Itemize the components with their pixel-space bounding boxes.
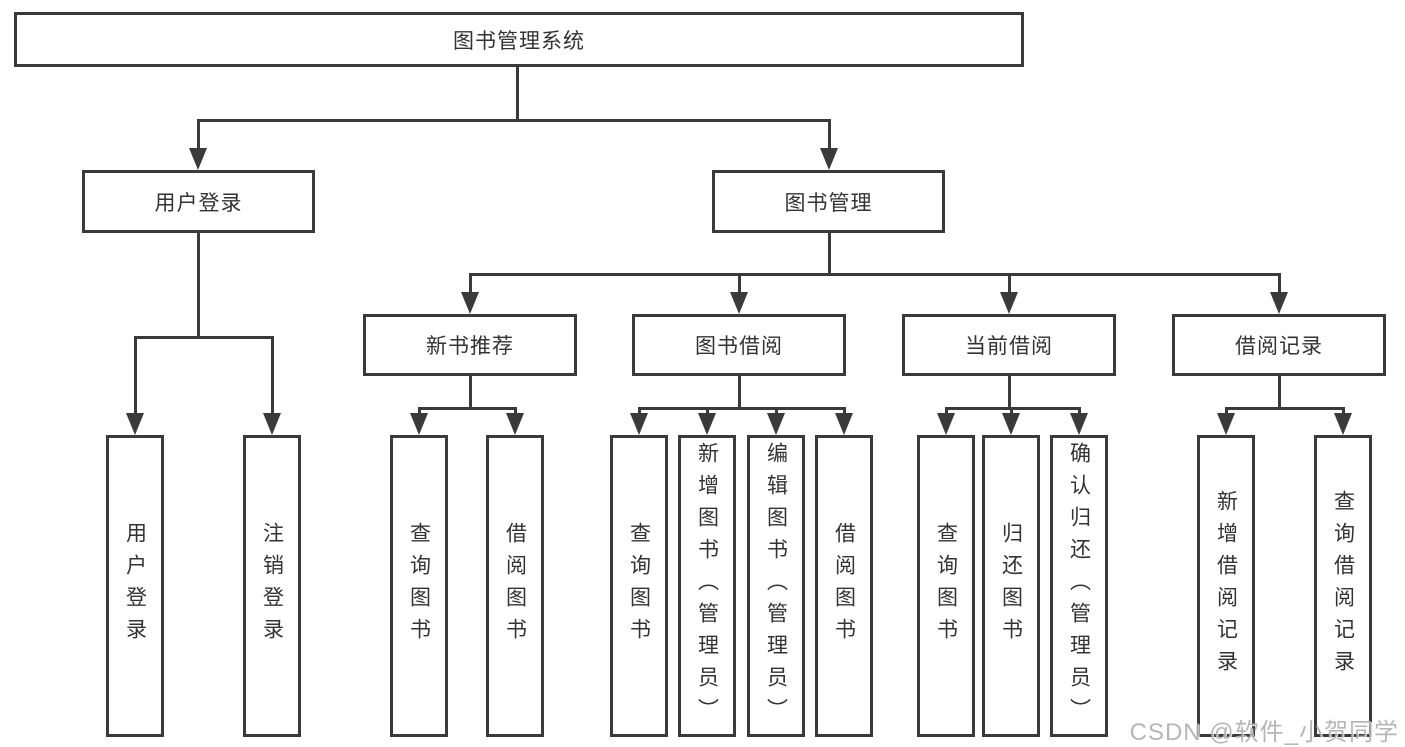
arrow-down-icon xyxy=(1070,413,1088,435)
node-library-management-system: 图书管理系统 xyxy=(14,12,1024,67)
connector-hline xyxy=(468,272,1281,276)
connector-hline xyxy=(196,118,831,122)
node-book-management: 图书管理 xyxy=(712,170,945,233)
node-label: 查询图书 xyxy=(407,522,431,650)
node-label: 编辑图书（管理员） xyxy=(764,442,788,730)
connector-hline xyxy=(417,406,517,410)
connector-vline xyxy=(196,233,200,337)
arrow-down-icon xyxy=(189,148,207,170)
leaf-borrow-books-2: 借阅图书 xyxy=(815,435,873,737)
arrow-down-icon xyxy=(461,292,479,314)
arrow-down-icon xyxy=(1217,413,1235,435)
connector-vline xyxy=(827,233,831,274)
arrow-down-icon xyxy=(1270,292,1288,314)
leaf-query-borrow-record: 查询借阅记录 xyxy=(1314,435,1372,737)
node-label: 新书推荐 xyxy=(426,335,514,358)
connector-hline xyxy=(1224,406,1345,410)
leaf-return-books: 归还图书 xyxy=(982,435,1040,737)
arrow-down-icon xyxy=(1334,413,1352,435)
arrow-down-icon xyxy=(410,413,428,435)
arrow-down-icon xyxy=(730,292,748,314)
connector-vline xyxy=(737,274,741,294)
node-label: 图书管理 xyxy=(784,191,873,215)
watermark: CSDN @软件_小贺同学 xyxy=(1129,719,1399,746)
connector-vline xyxy=(1277,376,1281,408)
connector-vline xyxy=(515,67,519,120)
arrow-down-icon xyxy=(835,413,853,435)
leaf-borrow-books-1: 借阅图书 xyxy=(486,435,544,737)
node-label: 借阅图书 xyxy=(503,522,527,650)
node-label: 用户登录 xyxy=(123,522,147,650)
arrow-down-icon xyxy=(767,413,785,435)
node-new-book-recommend: 新书推荐 xyxy=(363,314,577,376)
node-current-borrowing: 当前借阅 xyxy=(902,314,1116,376)
node-label: 归还图书 xyxy=(999,522,1023,650)
connector-vline xyxy=(468,376,472,408)
node-label: 查询图书 xyxy=(934,522,958,650)
leaf-add-books-admin: 新增图书（管理员） xyxy=(678,435,736,737)
node-label: 借阅记录 xyxy=(1235,335,1323,358)
node-borrowing-records: 借阅记录 xyxy=(1172,314,1386,376)
node-book-borrowing: 图书借阅 xyxy=(632,314,846,376)
arrow-down-icon xyxy=(630,413,648,435)
node-user-login: 用户登录 xyxy=(82,170,315,233)
arrow-down-icon xyxy=(1000,292,1018,314)
leaf-query-books-3: 查询图书 xyxy=(917,435,975,737)
node-label: 用户登录 xyxy=(154,191,243,215)
arrow-down-icon xyxy=(698,413,716,435)
node-label: 新增图书（管理员） xyxy=(695,442,719,730)
arrow-down-icon xyxy=(506,413,524,435)
leaf-query-books-1: 查询图书 xyxy=(390,435,448,737)
connector-vline xyxy=(1277,274,1281,294)
node-label: 图书管理系统 xyxy=(453,29,585,53)
node-label: 查询图书 xyxy=(627,522,651,650)
connector-hline xyxy=(133,335,274,339)
connector-hline xyxy=(944,406,1081,410)
connector-vline xyxy=(1007,274,1011,294)
connector-vline xyxy=(737,376,741,408)
node-label: 新增借阅记录 xyxy=(1214,490,1238,682)
connector-vline xyxy=(196,120,200,152)
leaf-edit-books-admin: 编辑图书（管理员） xyxy=(747,435,805,737)
leaf-user-login: 用户登录 xyxy=(106,435,164,737)
node-label: 注销登录 xyxy=(260,522,284,650)
node-label: 查询借阅记录 xyxy=(1331,490,1355,682)
leaf-add-borrow-record: 新增借阅记录 xyxy=(1197,435,1255,737)
arrow-down-icon xyxy=(937,413,955,435)
node-label: 确认归还（管理员） xyxy=(1067,442,1091,730)
node-label: 借阅图书 xyxy=(832,522,856,650)
connector-vline xyxy=(270,337,274,417)
leaf-query-books-2: 查询图书 xyxy=(610,435,668,737)
node-label: 当前借阅 xyxy=(965,335,1053,358)
leaf-confirm-return-admin: 确认归还（管理员） xyxy=(1050,435,1108,737)
arrow-down-icon xyxy=(820,148,838,170)
node-label: 图书借阅 xyxy=(695,335,783,358)
leaf-logout: 注销登录 xyxy=(243,435,301,737)
connector-hline xyxy=(637,406,846,410)
connector-vline xyxy=(133,337,137,417)
arrow-down-icon xyxy=(126,413,144,435)
connector-vline xyxy=(827,120,831,152)
arrow-down-icon xyxy=(1002,413,1020,435)
connector-vline xyxy=(1007,376,1011,408)
arrow-down-icon xyxy=(263,413,281,435)
connector-vline xyxy=(468,274,472,294)
